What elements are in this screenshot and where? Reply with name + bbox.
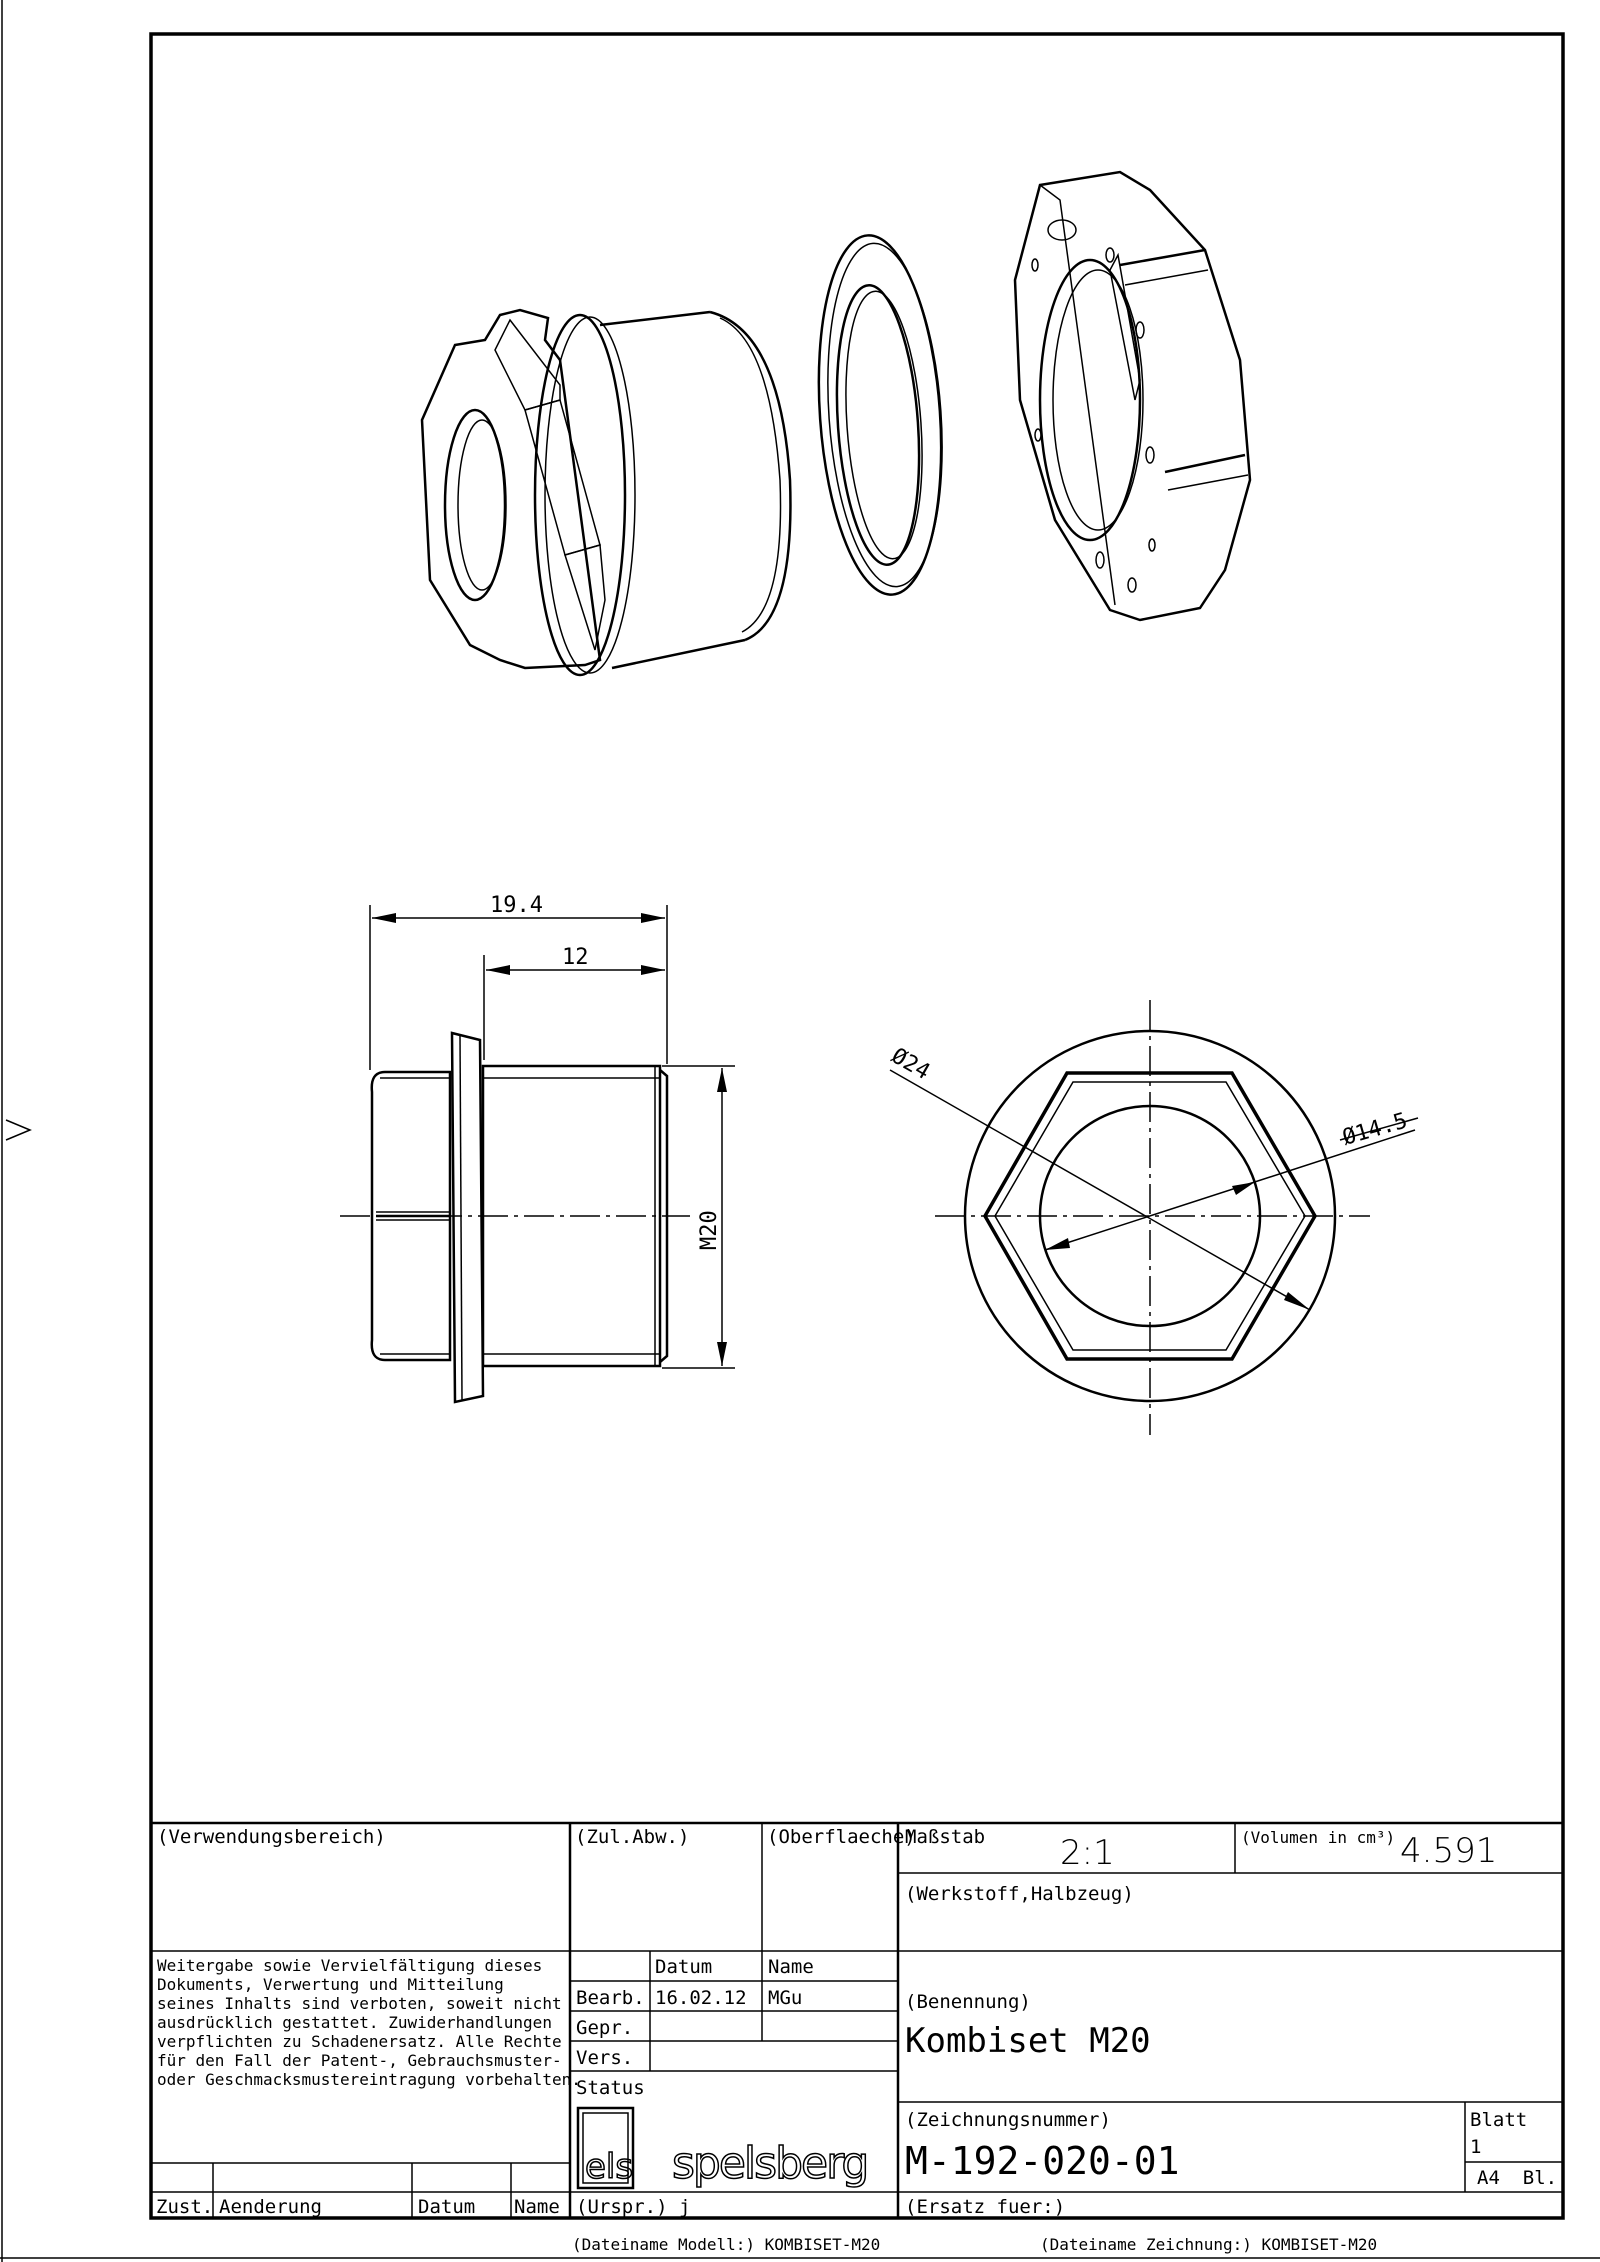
dim-19-4: 19.4	[490, 893, 543, 918]
blatt-label: Blatt	[1470, 2109, 1527, 2131]
bearb-label: Bearb.	[576, 1987, 645, 2009]
oberflaeche-label: (Oberflaeche)	[767, 1826, 916, 1848]
title-block: (Verwendungsbereich) (Zul.Abw.) (Oberfla…	[151, 1821, 1563, 2218]
zeichnungsnummer-value: M-192-020-01	[905, 2139, 1180, 2183]
aenderung-header: Aenderung	[219, 2196, 322, 2218]
blatt-value: 1	[1470, 2136, 1481, 2158]
centering-mark	[5, 1119, 32, 1141]
zeichnungsnummer-label: (Zeichnungsnummer)	[905, 2109, 1111, 2131]
volumen-value: 4.591	[1400, 1831, 1497, 1871]
zust-header: Zust.	[156, 2196, 213, 2218]
dim-diameter-14-5: Ø14.5	[1340, 1108, 1411, 1150]
dateiname-zeichnung: (Dateiname Zeichnung:) KOMBISET-M20	[1040, 2235, 1377, 2254]
drawing-frame	[149, 32, 1565, 2220]
ersatz-label: (Ersatz fuer:)	[905, 2196, 1065, 2218]
bearb-name: MGu	[768, 1987, 802, 2009]
bearb-datum: 16.02.12	[655, 1987, 747, 2009]
dim-diameter-24: Ø24	[887, 1044, 934, 1086]
revision-name-header: Name	[514, 2196, 560, 2218]
inner-circle	[1038, 1104, 1262, 1328]
volumen-label: (Volumen in cm³)	[1241, 1828, 1395, 1847]
svg-text:seines Inhalts sind verboten,: seines Inhalts sind verboten, soweit nic…	[157, 1994, 562, 2013]
svg-text:Weitergabe sowie Vervielfältig: Weitergabe sowie Vervielfältigung dieses	[157, 1956, 542, 1975]
status-label: Status	[576, 2077, 645, 2099]
iso-fitting	[420, 308, 792, 677]
benennung-label: (Benennung)	[905, 1991, 1031, 2013]
dateiname-modell: (Dateiname Modell:) KOMBISET-M20	[572, 2235, 880, 2254]
revision-datum-header: Datum	[418, 2196, 475, 2218]
massstab-label: Maßstab	[905, 1826, 985, 1848]
gepr-label: Gepr.	[576, 2017, 633, 2039]
spelsberg-logo: els spelsberg	[576, 2106, 870, 2190]
svg-text:spelsberg: spelsberg	[672, 2138, 867, 2189]
dimension-overall-length: 19.4	[369, 893, 668, 1070]
zul-abw-label: (Zul.Abw.)	[575, 1826, 689, 1848]
copyright-notice: Weitergabe sowie Vervielfältigung dieses…	[157, 1956, 581, 2089]
svg-text:els: els	[585, 2147, 633, 2187]
datum-header: Datum	[655, 1956, 712, 1978]
svg-text:oder Geschmacksmustereintragun: oder Geschmacksmustereintragung vorbehal…	[157, 2070, 581, 2089]
iso-seal-ring	[817, 234, 943, 596]
verwendungsbereich-label: (Verwendungsbereich)	[157, 1826, 386, 1848]
svg-text:ausdrücklich gestattet. Zuwide: ausdrücklich gestattet. Zuwiderhandlunge…	[157, 2013, 552, 2032]
svg-text:verpflichten zu Schadenersatz.: verpflichten zu Schadenersatz. Alle Rech…	[157, 2032, 562, 2051]
dim-12: 12	[562, 945, 589, 970]
iso-lock-nut	[1013, 170, 1252, 622]
urspr-label: (Urspr.) j	[576, 2196, 690, 2218]
format-label: A4 Bl.	[1477, 2167, 1557, 2189]
svg-text:für den Fall der Patent-, Gebr: für den Fall der Patent-, Gebrauchsmuste…	[157, 2051, 562, 2070]
side-view: 19.4 12 M20	[340, 893, 735, 1404]
vers-label: Vers.	[576, 2047, 633, 2069]
isometric-view	[420, 170, 1252, 677]
hexagon	[982, 1071, 1318, 1361]
werkstoff-label: (Werkstoff,Halbzeug)	[905, 1883, 1134, 1905]
front-view: Ø24 Ø14.5	[887, 1000, 1419, 1435]
dim-m20: M20	[697, 1210, 722, 1250]
svg-text:Dokuments, Verwertung und Mitt: Dokuments, Verwertung und Mitteilung	[157, 1975, 504, 1994]
name-header: Name	[768, 1956, 814, 1978]
massstab-value: 2:1	[1060, 1833, 1115, 1873]
outer-circle	[963, 1029, 1337, 1403]
dimension-body-length: 12	[483, 945, 665, 1060]
dimension-thread: M20	[662, 1065, 735, 1369]
benennung-value: Kombiset M20	[905, 2021, 1151, 2061]
